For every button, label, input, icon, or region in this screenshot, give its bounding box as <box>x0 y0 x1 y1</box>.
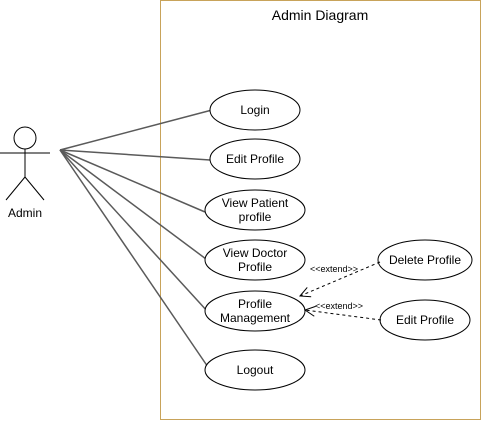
actor-right-leg <box>24 176 45 201</box>
actor-label: Admin <box>8 206 42 220</box>
association-edit-profile <box>59 149 211 161</box>
actor-admin <box>0 126 50 201</box>
diagram-title: Admin Diagram <box>272 7 368 23</box>
extend-delete-profile <box>300 261 381 296</box>
use-case-label-line: Logout <box>237 363 274 377</box>
use-case-label-line: Login <box>240 103 269 117</box>
association-profile-management <box>59 149 209 313</box>
use-case-label-line: View Patient <box>222 196 289 210</box>
use-case-label-line: Edit Profile <box>226 152 284 166</box>
association-logout <box>59 149 211 371</box>
use-case-label-line: profile <box>239 210 272 224</box>
association-view-doctor <box>59 149 211 263</box>
use-case-view-patient-profile <box>204 189 306 231</box>
use-cases <box>204 89 473 391</box>
use-case-view-doctor-profile <box>204 239 306 281</box>
extend-label-delete: <<extend>> <box>310 264 358 274</box>
actor-head <box>13 126 37 150</box>
use-case-logout <box>204 349 306 391</box>
use-case-label-line: Management <box>220 311 291 325</box>
extend-edit-profile <box>305 310 382 321</box>
use-case-label-line: Edit Profile <box>396 313 454 327</box>
label-delete-profile: Delete Profile <box>389 253 461 267</box>
use-case-edit-profile <box>209 138 301 180</box>
use-case-login <box>209 89 301 131</box>
use-case-label-line: Delete Profile <box>389 253 461 267</box>
use-case-delete-profile <box>377 239 473 281</box>
use-case-label-line: Profile <box>238 260 272 274</box>
actor-left-leg <box>5 176 26 201</box>
label-login: Login <box>240 103 269 117</box>
association-view-patient <box>59 149 206 213</box>
use-case-label-line: Profile <box>238 297 272 311</box>
label-edit-profile: Edit Profile <box>226 152 284 166</box>
extend-label-edit: <<extend>> <box>315 301 363 311</box>
association-login <box>59 109 213 151</box>
use-case-label-line: View Doctor <box>223 246 287 260</box>
label-logout: Logout <box>237 363 274 377</box>
extend-relationships <box>300 261 382 321</box>
associations <box>59 109 213 371</box>
label-edit-profile-extension: Edit Profile <box>396 313 454 327</box>
